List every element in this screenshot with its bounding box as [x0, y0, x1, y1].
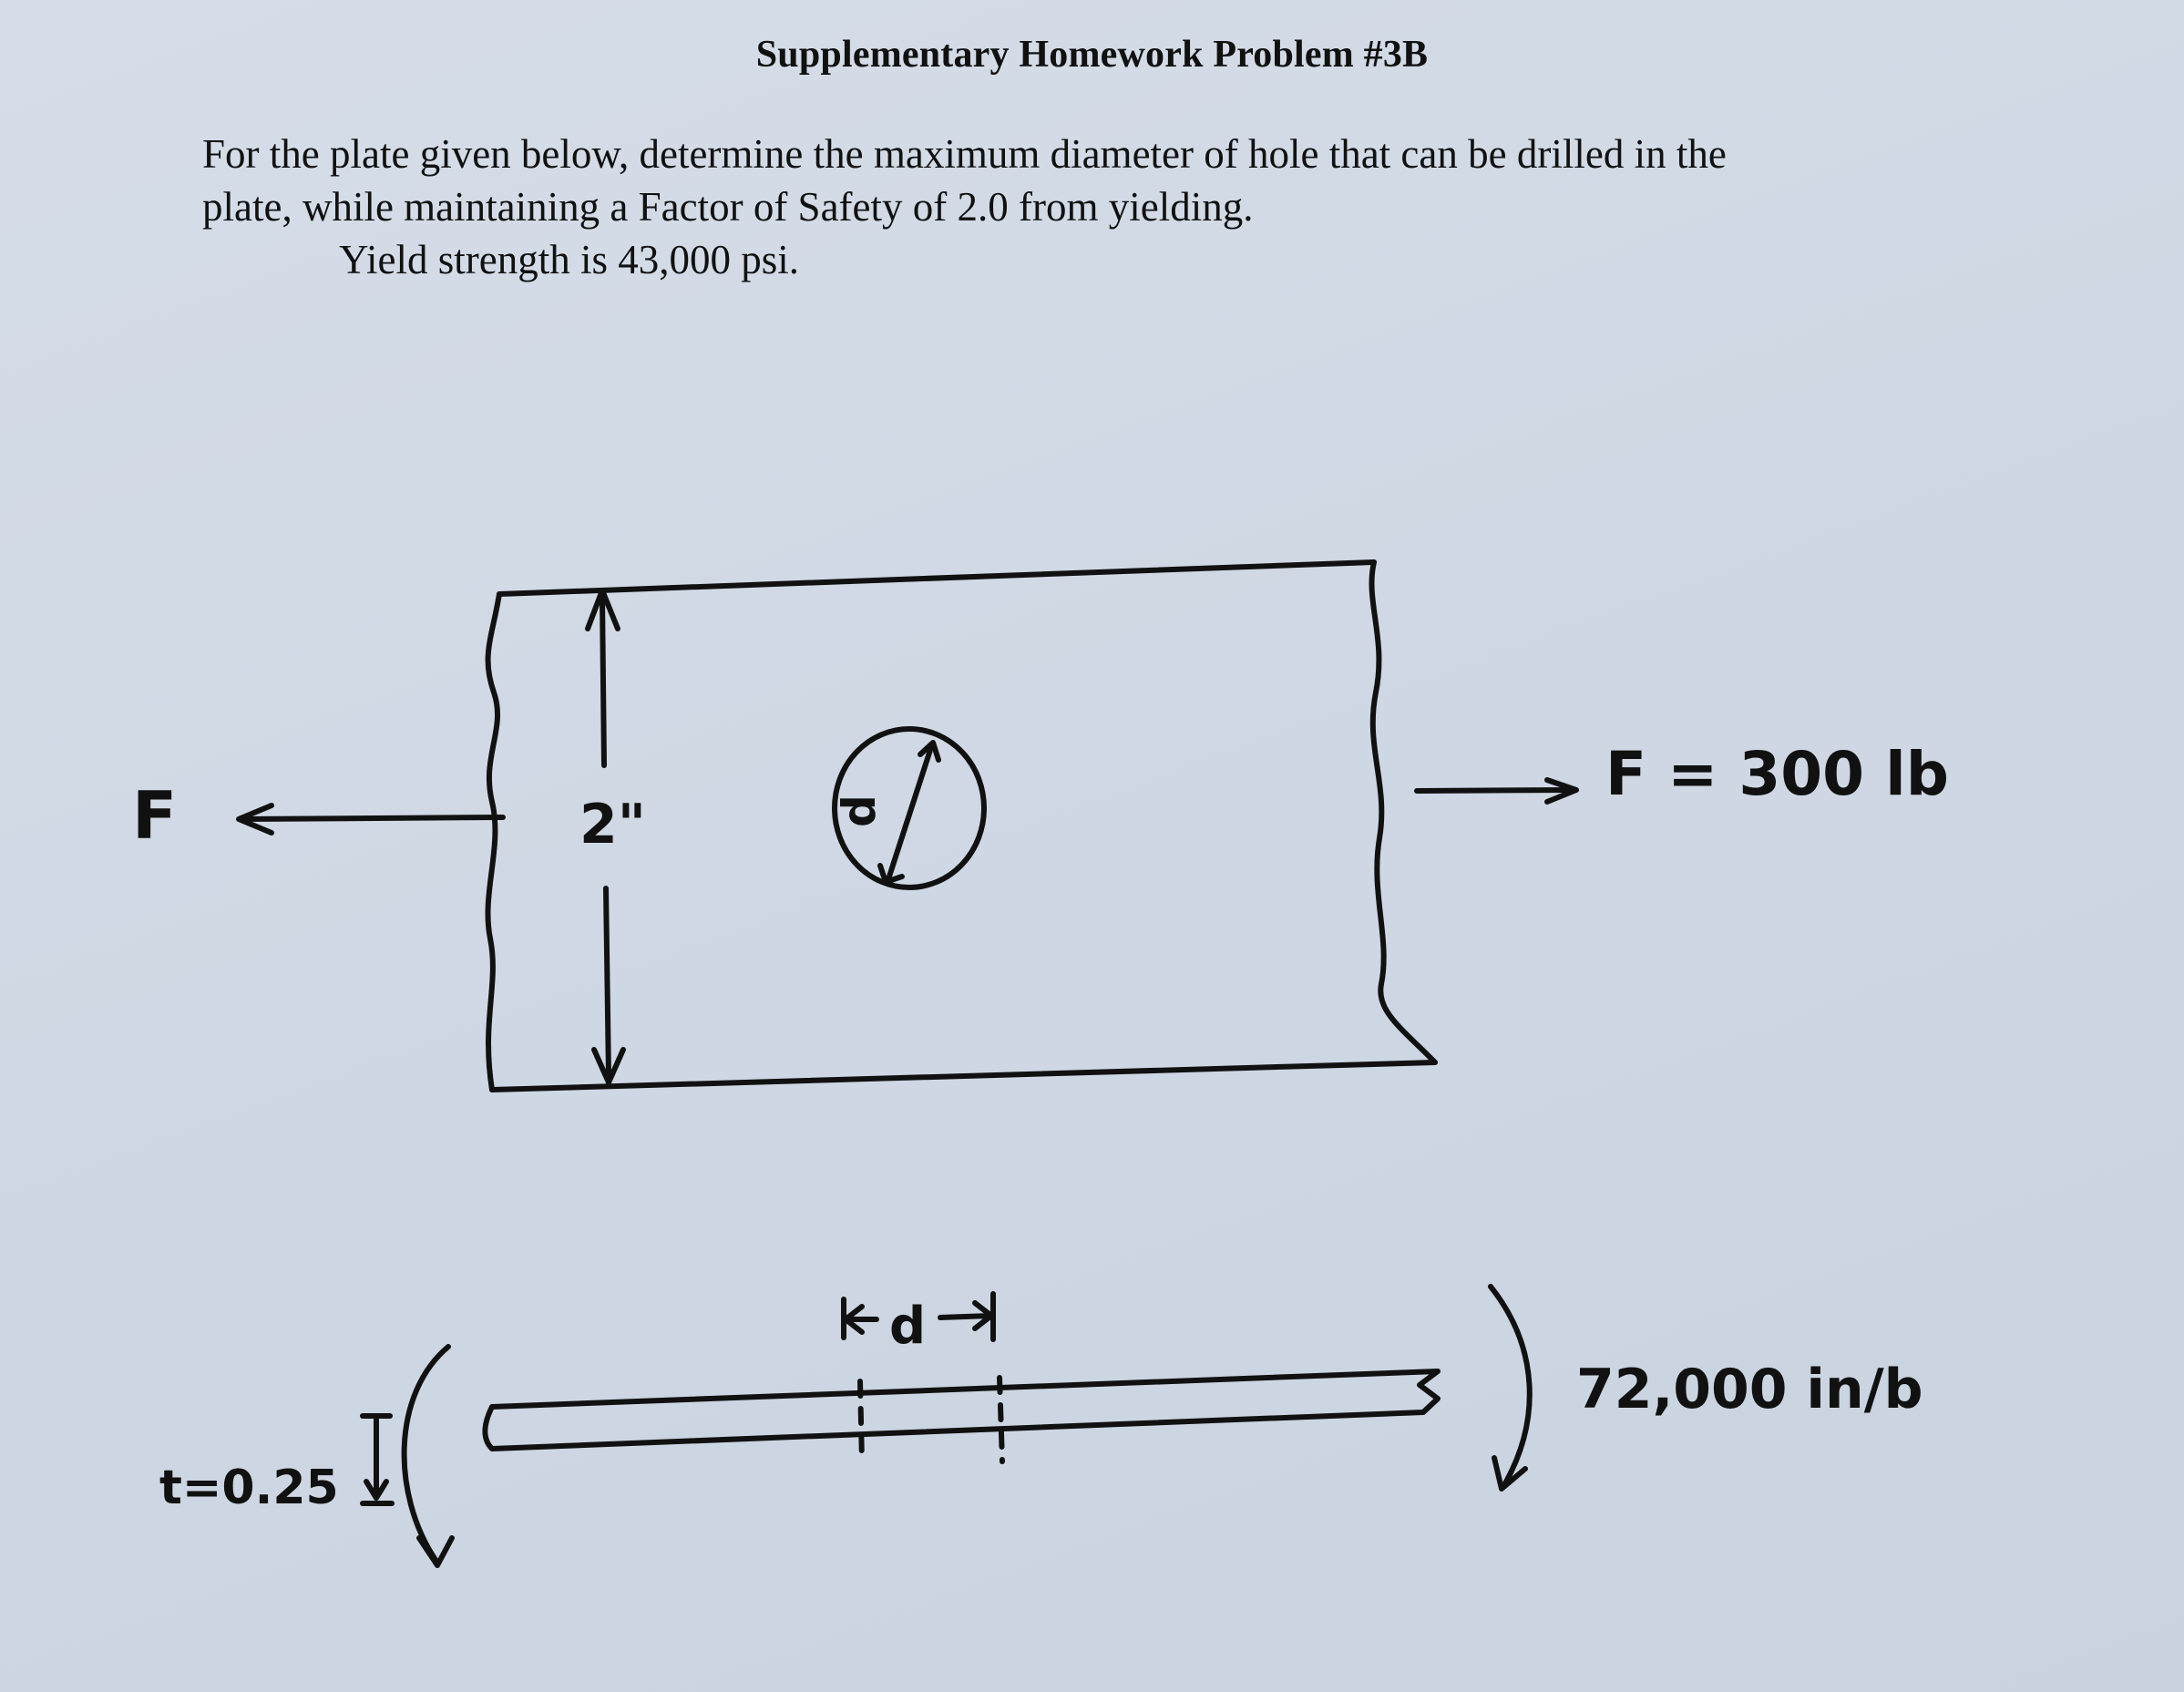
plate-top-edge: [497, 559, 1377, 597]
thickness-arrow: [364, 1417, 389, 1501]
right-moment-arrowhead: [1492, 1455, 1528, 1492]
right-force-arrow-shaft: [1414, 787, 1574, 794]
width-arrowhead-top: [585, 588, 620, 631]
problem-line-3: Yield strength is 43,000 psi.: [339, 237, 799, 282]
width-label: 2": [579, 793, 646, 856]
problem-title: Supplementary Homework Problem #3B: [755, 34, 1429, 76]
width-dimension-lower: [603, 886, 611, 1080]
width-dimension-upper: [600, 594, 607, 768]
side-view-plate: [482, 1369, 1441, 1451]
problem-line-2: plate, while maintaining a Factor of Saf…: [202, 184, 1254, 230]
hole-arrowhead-top: [918, 740, 941, 763]
section-line-right: [997, 1375, 1005, 1464]
plate-left-break: [485, 591, 502, 1092]
left-force-arrowhead: [236, 803, 274, 836]
plate-right-break: [1369, 559, 1438, 1065]
left-force-arrow-shaft: [240, 815, 506, 822]
section-width-right-arrow: [938, 1300, 994, 1331]
hole-circle: [832, 726, 987, 890]
section-line-left: [857, 1379, 865, 1464]
thickness-label: t=0.25: [159, 1461, 339, 1515]
left-force-label: F: [132, 777, 177, 854]
problem-line-1: For the plate given below, determine the…: [202, 131, 1727, 177]
right-moment-arc: [1488, 1284, 1533, 1486]
problem-statement: For the plate given below, determine the…: [202, 128, 1933, 286]
right-force-label: F = 300 lb: [1605, 739, 1949, 809]
left-moment-arrowhead: [416, 1535, 455, 1568]
width-arrowhead-bottom: [591, 1047, 626, 1085]
right-force-arrowhead: [1544, 777, 1579, 805]
hole-diameter-label: d: [833, 795, 886, 827]
section-width-label: d: [889, 1297, 926, 1356]
hole-diameter-arrow: [886, 744, 934, 882]
hole-arrowhead-bottom: [877, 863, 905, 885]
left-moment-arc: [401, 1344, 451, 1563]
section-width-left-arrow: [843, 1304, 879, 1335]
plate-bottom-edge: [489, 1060, 1438, 1092]
moment-label: 72,000 in/b: [1576, 1358, 1923, 1421]
